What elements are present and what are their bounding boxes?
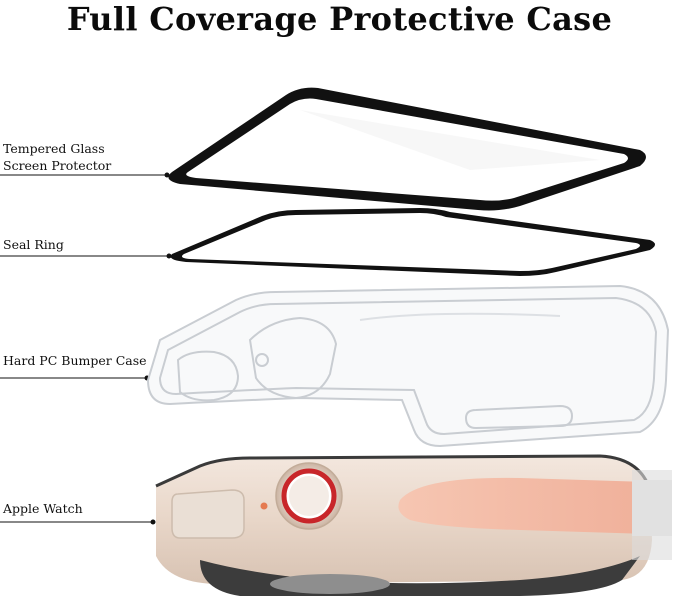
bumper-case-label: Hard PC Bumper Case [3,353,147,368]
seal-ring-label: Seal Ring [3,237,64,252]
leader-dot-seal [166,253,172,259]
tempered-glass-label-line1: Tempered Glass [3,141,105,156]
tempered-glass-layer [168,87,646,211]
apple-watch-label: Apple Watch [3,501,83,516]
leader-dot-glass [164,172,170,178]
seal-ring-layer [170,208,655,276]
page-title: Full Coverage Protective Case [66,0,613,38]
leader-lines [0,174,168,523]
bumper-case-layer [146,284,670,448]
tempered-glass-label-line2: Screen Protector [3,158,112,173]
leader-dot-watch [150,519,156,525]
tempered-glass-label: Tempered Glass Screen Protector [3,140,111,174]
apple-watch-layer [155,454,672,596]
